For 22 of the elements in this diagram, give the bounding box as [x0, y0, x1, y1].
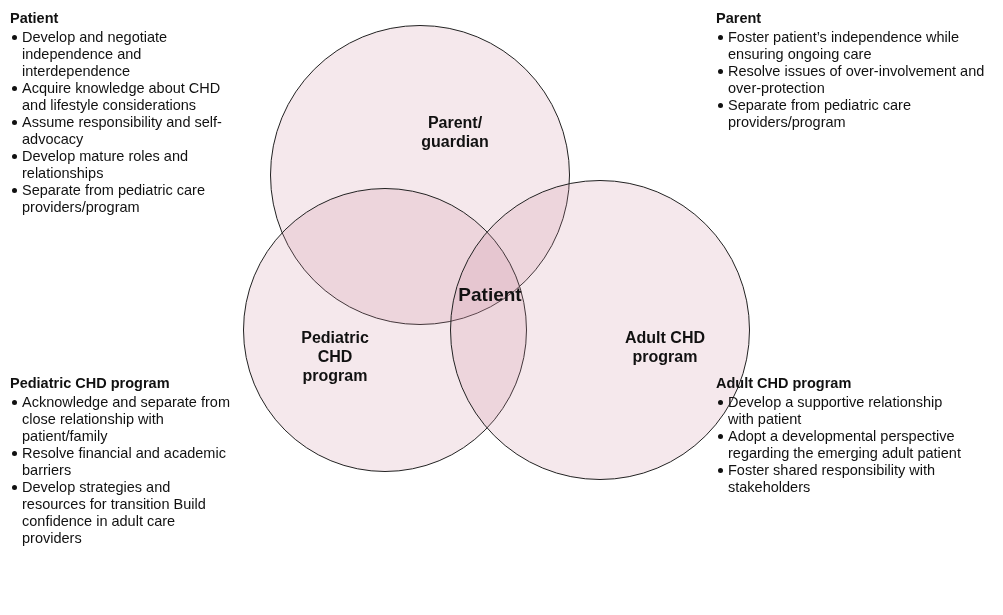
circle-label: Adult CHD program — [624, 328, 706, 366]
bullet-text: Foster shared responsibility with stakeholders — [728, 462, 936, 495]
bullet-text: Develop and negotiate independence and interdependence — [22, 29, 168, 79]
section-heading: Parent — [716, 10, 762, 27]
circle-label: Pediatric CHD program — [300, 328, 370, 385]
bullet-text: Separate from pediatric care providers/program — [22, 182, 205, 215]
bullet-text: Develop a supportive relationship with patient — [728, 394, 943, 427]
bullet-text: Develop strategies and resources for transition Build confidence in adult care providers — [22, 479, 206, 546]
circle-label: Parent/ guardian — [420, 113, 490, 151]
section-heading: Adult CHD program — [716, 375, 852, 392]
bullet-text: Develop mature roles and relationships — [22, 148, 189, 181]
bullet-text: Foster patient’s independence while ensuring ongoing care — [728, 29, 960, 62]
overlap-label: Patient — [445, 285, 535, 304]
bullet-text: Resolve issues of over-involvement and over-protection — [728, 63, 985, 96]
section-heading: Patient — [10, 10, 59, 27]
bullet-text: Assume responsibility and self-advocacy — [22, 114, 222, 147]
section-heading: Pediatric CHD program — [10, 375, 170, 392]
bullet-text: Resolve financial and academic barriers — [22, 445, 226, 478]
bullet-text: Adopt a developmental perspective regarding the emerging adult patient — [728, 428, 961, 461]
bullet-text: Acknowledge and separate from close relationship with patient/family — [22, 394, 230, 444]
bullet-text: Separate from pediatric care providers/program — [728, 97, 911, 130]
bullet-text: Acquire knowledge about CHD and lifestyle considerations — [22, 80, 221, 113]
